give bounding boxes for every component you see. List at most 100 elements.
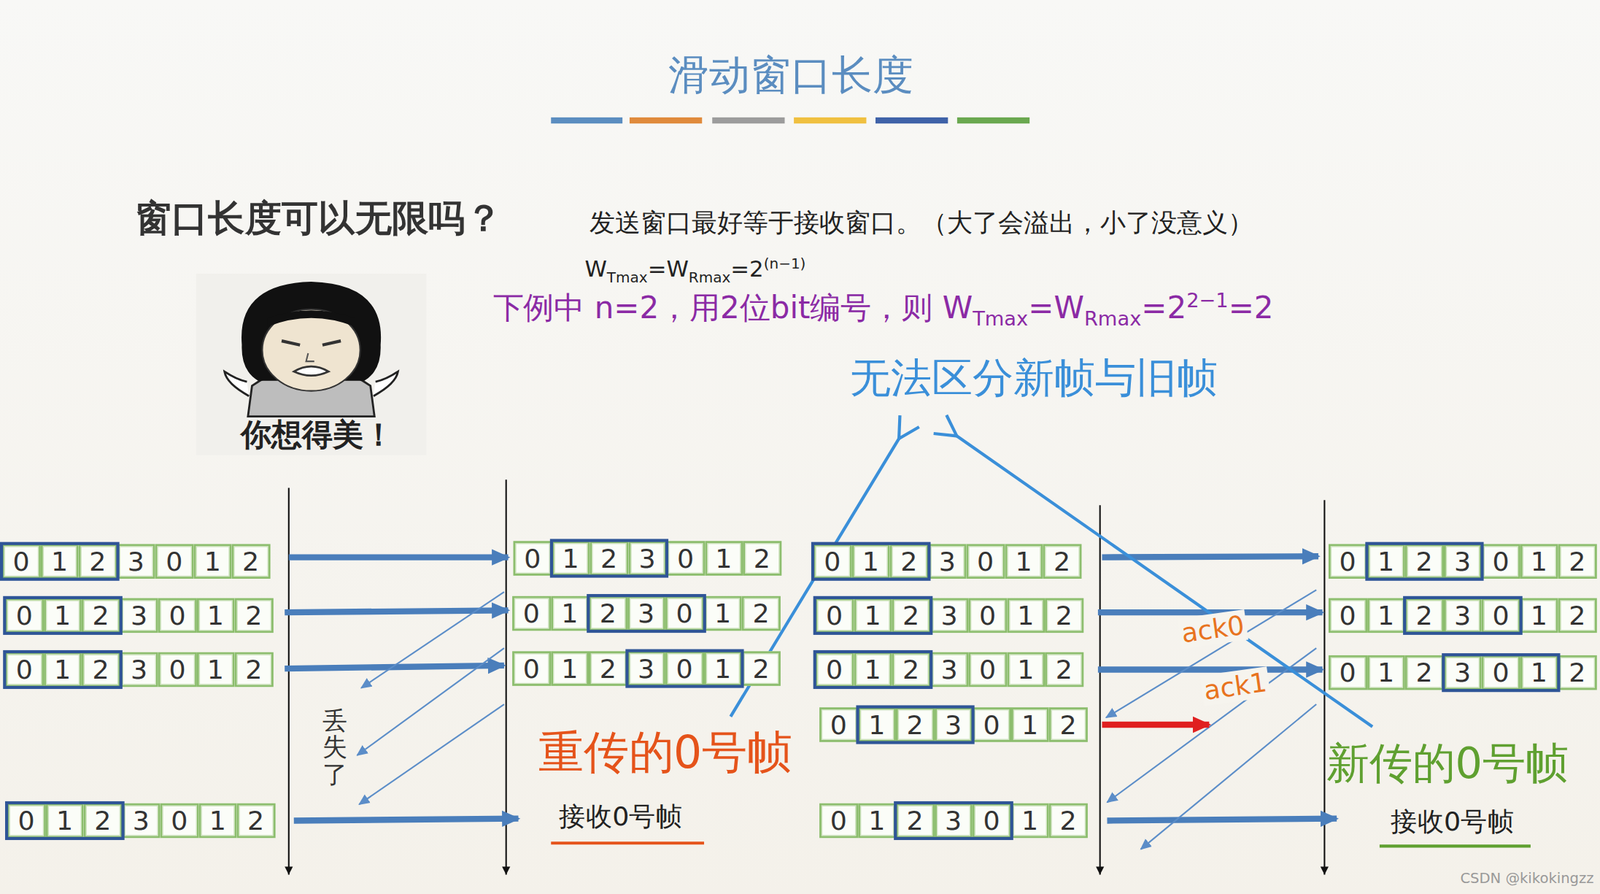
sequence-cell: 1 [1519,655,1558,691]
sequence-cell: 1 [1519,543,1558,579]
sequence-cell: 0 [512,596,551,632]
sequence-number: 0 [676,599,694,626]
sequence-number: 0 [983,806,1001,834]
formula-part: =2 [1141,289,1187,326]
superscript: (n−1) [763,255,807,272]
sequence-number: 2 [245,655,262,683]
sequence-cell: 2 [1405,543,1444,579]
sequence-number: 1 [862,547,880,575]
sequence-number: 0 [830,806,848,834]
sequence-number: 1 [1530,547,1548,575]
meme-caption: 你想得美！ [240,414,394,456]
sequence-cell: 1 [43,652,81,688]
sequence-cell: 2 [1558,655,1597,691]
sequence-cell: 0 [158,652,197,688]
sequence-number: 2 [1055,655,1073,683]
superscript: 2−1 [1186,288,1229,313]
sequence-number: 3 [127,547,145,575]
sequence-cell: 2 [741,650,780,686]
sequence-number: 0 [17,806,35,834]
formula-part: =W [647,256,689,283]
sequence-cell: 1 [704,540,743,576]
sequence-number: 1 [561,599,578,626]
sequence-cell: 2 [83,803,122,839]
sequence-number: 0 [976,547,994,575]
sequence-cell: 2 [1049,803,1088,839]
sequence-cell: 3 [928,543,966,579]
sequence-cell: 1 [45,803,84,839]
sequence-cell: 1 [196,598,235,634]
sequence-number: 2 [906,806,924,834]
sequence-cell: 2 [891,598,930,634]
sequence-cell: 0 [814,652,853,688]
sequence-number: 1 [562,545,580,572]
sequence-cell: 1 [550,596,589,632]
sequence-number: 3 [637,599,655,626]
sequence-number: 2 [1568,601,1586,629]
sequence-cell: 2 [231,543,270,579]
sequence-cell: 0 [1481,598,1520,634]
sequence-cell: 2 [236,803,275,839]
sequence-number: 2 [600,545,618,572]
handwritten-note: 无法区分新帧与旧帧 [849,350,1217,407]
sequence-number: 1 [207,601,224,629]
sequence-number: 2 [1568,658,1586,686]
sequence-number: 3 [1454,601,1471,629]
sequence-cell: 2 [1558,543,1597,579]
sequence-number: 3 [944,711,962,738]
sequence-number: 0 [677,545,694,572]
sequence-cell: 1 [851,543,890,579]
sequence-number: 3 [132,806,150,834]
sequence-number: 0 [979,601,996,629]
sequence-cell: 2 [891,652,930,688]
sequence-cell: 0 [665,650,704,686]
sequence-number: 1 [207,655,224,683]
sequence-cell: 0 [814,598,853,634]
sequence-cell: 1 [1010,803,1049,839]
sequence-cell: 0 [512,540,551,576]
receive-label: 接收0号帧 [1390,804,1514,840]
sequence-cell: 0 [819,706,858,742]
sequence-cell: 0 [155,543,194,579]
sequence-cell: 0 [819,803,858,839]
sequence-cell: 1 [703,650,742,686]
sequence-cell: 3 [1443,543,1482,579]
lost-label: 丢失了 [322,706,348,788]
sequence-number: 2 [245,601,262,629]
sequence-number: 2 [1059,806,1077,834]
sequence-number: 1 [53,601,71,629]
sequence-number: 3 [944,806,962,834]
sequence-cell: 0 [666,540,705,576]
sequence-number: 0 [830,711,848,738]
sequence-cell: 3 [119,652,158,688]
sequence-cell: 0 [1481,543,1520,579]
sequence-number: 1 [1017,601,1034,629]
sequence-cell: 2 [1405,655,1444,691]
sequence-cell: 0 [160,803,199,839]
sequence-cell: 1 [858,803,896,839]
sequence-cell: 1 [853,652,892,688]
sequence-number: 1 [1530,658,1548,686]
sequence-cell: 1 [1006,598,1045,634]
sequence-cell: 0 [5,652,44,688]
formula-part: =2 [1228,289,1274,326]
sequence-number: 2 [92,655,110,683]
sequence-number: 0 [983,711,1001,738]
sequence-number: 3 [1454,658,1471,686]
sequence-number: 1 [51,547,68,575]
sequence-number: 3 [938,547,956,575]
sequence-cell: 3 [119,598,158,634]
red-arrow [1101,721,1209,728]
sequence-cell: 2 [588,596,627,632]
sequence-cell: 0 [158,598,197,634]
sequence-number: 1 [864,655,882,683]
sequence-number: 2 [247,806,265,834]
subscript: Rmax [1084,307,1142,331]
sequence-number: 0 [825,655,843,683]
sequence-cell: 0 [2,543,41,579]
sequence-number: 2 [1059,711,1077,738]
sequence-number: 2 [902,655,920,683]
sequence-cell: 0 [1328,598,1367,634]
sequence-cell: 3 [1443,655,1482,691]
